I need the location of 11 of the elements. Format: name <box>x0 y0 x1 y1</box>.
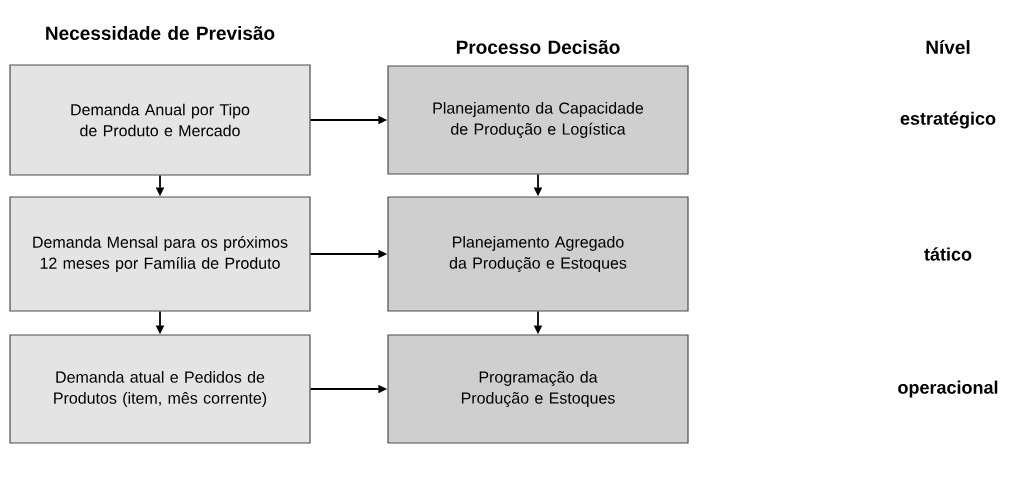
column-heading: Necessidade de Previsão <box>46 26 275 40</box>
process-box: Planejamento da Capacidade de Produção e Logística <box>387 65 689 175</box>
process-box: Demanda Mensal para os próximos 12 meses por Família de Produto <box>9 196 311 312</box>
process-box: Demanda Anual por Tipo de Produto e Mercado <box>9 64 311 176</box>
process-box: Demanda atual e Pedidos de Produtos (item, mês corrente) <box>9 334 311 444</box>
level-label: estratégico <box>900 111 996 129</box>
level-label: operacional <box>898 380 998 398</box>
process-box: Programação da Produção e Estoques <box>387 334 689 444</box>
column-heading: Nível <box>926 39 970 55</box>
process-box: Planejamento Agregado da Produção e Estoques <box>387 196 689 312</box>
level-label: tático <box>924 247 972 261</box>
